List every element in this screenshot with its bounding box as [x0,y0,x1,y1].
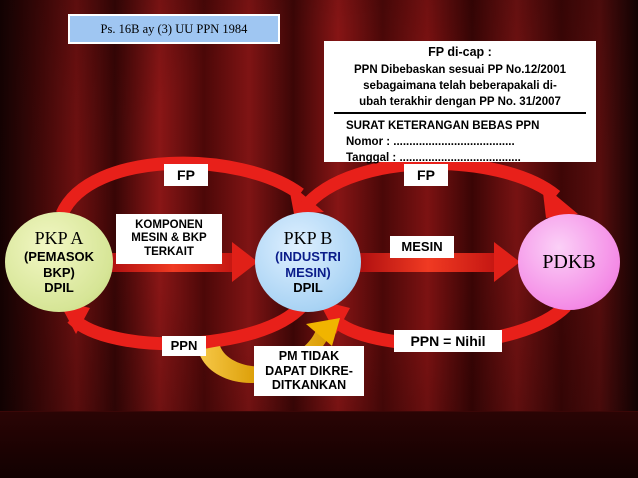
note-line-5: Nomor : ................................… [346,135,515,148]
fp-label-right: FP [404,164,448,186]
fp-label-left-text: FP [177,166,195,183]
fp-label-left: FP [164,164,208,186]
ppn-text: PPN [170,337,198,353]
pm-line-2: DAPAT DIKRE- [265,363,353,378]
mesin-label: MESIN [390,236,454,258]
node-a-line-3: DPIL [44,280,74,296]
reference-box: Ps. 16B ay (3) UU PPN 1984 [68,14,280,44]
node-b-line-3: DPIL [293,280,323,296]
node-pkp-b: PKP B (INDUSTRI MESIN) DPIL [255,212,361,312]
note-heading: FP di-cap : [428,45,492,59]
fp-arc-b-to-c-head [542,184,578,218]
reference-text: Ps. 16B ay (3) UU PPN 1984 [100,21,248,36]
note-divider [334,111,586,114]
ppn-nihil-label: PPN = Nihil [394,330,502,352]
node-a-title: PKP A [34,228,84,249]
komponen-arrow-head [232,242,258,282]
note-line-4: SURAT KETERANGAN BEBAS PPN [346,119,540,132]
pm-label: PM TIDAK DAPAT DIKRE- DITKANKAN [254,346,364,396]
komponen-line-2: MESIN & BKP [131,232,207,245]
note-line-2: sebagaimana telah beberapakali di- [363,79,557,92]
node-a-line-1: (PEMASOK [23,249,95,265]
komponen-label: KOMPONEN MESIN & BKP TERKAIT [116,214,222,264]
pm-line-1: PM TIDAK [278,349,340,364]
ppn-label: PPN [162,336,206,356]
fp-stamp-note: FP di-cap : PPN Dibebaskan sesuai PP No.… [324,41,596,164]
fp-arc-b-to-c [294,157,561,218]
komponen-line-3: TERKAIT [144,245,194,258]
note-line-3: ubah terakhir dengan PP No. 31/2007 [359,95,561,108]
fp-label-right-text: FP [417,166,435,183]
mesin-arrow-head [494,242,520,282]
pm-arrow [198,346,262,383]
pm-arrow-head [306,318,340,346]
mesin-text: MESIN [401,238,443,254]
komponen-line-1: KOMPONEN [135,219,203,232]
pm-line-3: DITKANKAN [271,378,347,393]
node-c-title: PDKB [542,250,596,273]
node-b-line-1: (INDUSTRI [275,249,341,265]
note-line-6: Tanggal : ..............................… [346,151,521,164]
node-pkp-a: PKP A (PEMASOK BKP) DPIL [5,212,113,312]
stage-floor [0,411,638,478]
node-pdkb: PDKB [518,214,620,310]
fp-arc-a-to-b [56,156,304,218]
node-a-line-2: BKP) [43,264,75,280]
note-line-1: PPN Dibebaskan sesuai PP No.12/2001 [353,63,566,76]
ppn-nihil-text: PPN = Nihil [410,332,486,349]
node-b-title: PKP B [283,228,333,249]
node-b-line-2: MESIN) [285,264,331,280]
